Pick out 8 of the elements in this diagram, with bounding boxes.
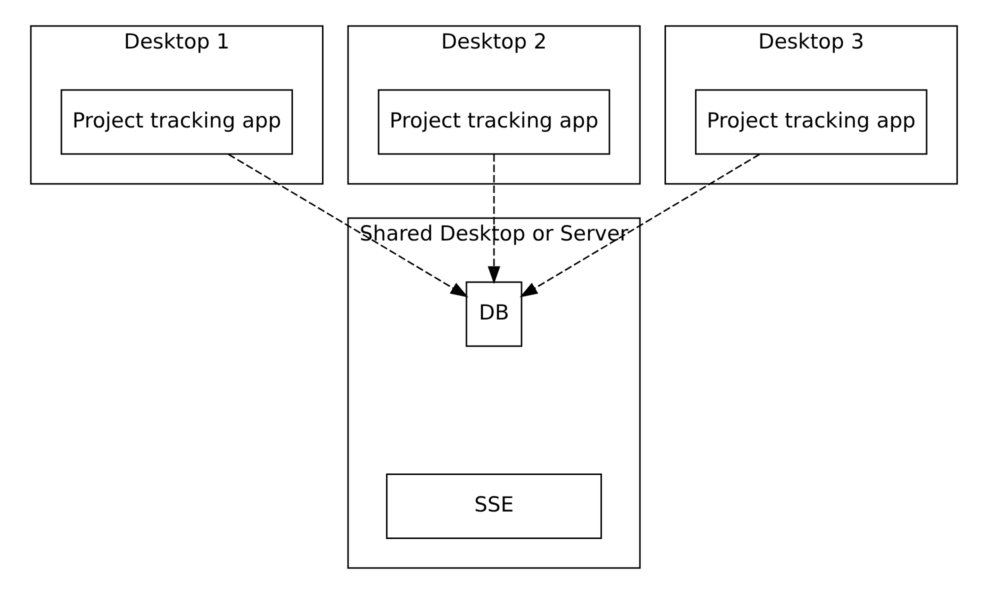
node-box: DB xyxy=(465,281,522,347)
arrow xyxy=(519,154,760,298)
node-box: SSE xyxy=(386,473,602,539)
arrow xyxy=(487,154,500,284)
node-box: Project tracking app xyxy=(377,89,610,155)
arrow xyxy=(228,154,468,298)
node-box: Project tracking app xyxy=(60,89,292,155)
node-box: Project tracking app xyxy=(694,89,927,155)
